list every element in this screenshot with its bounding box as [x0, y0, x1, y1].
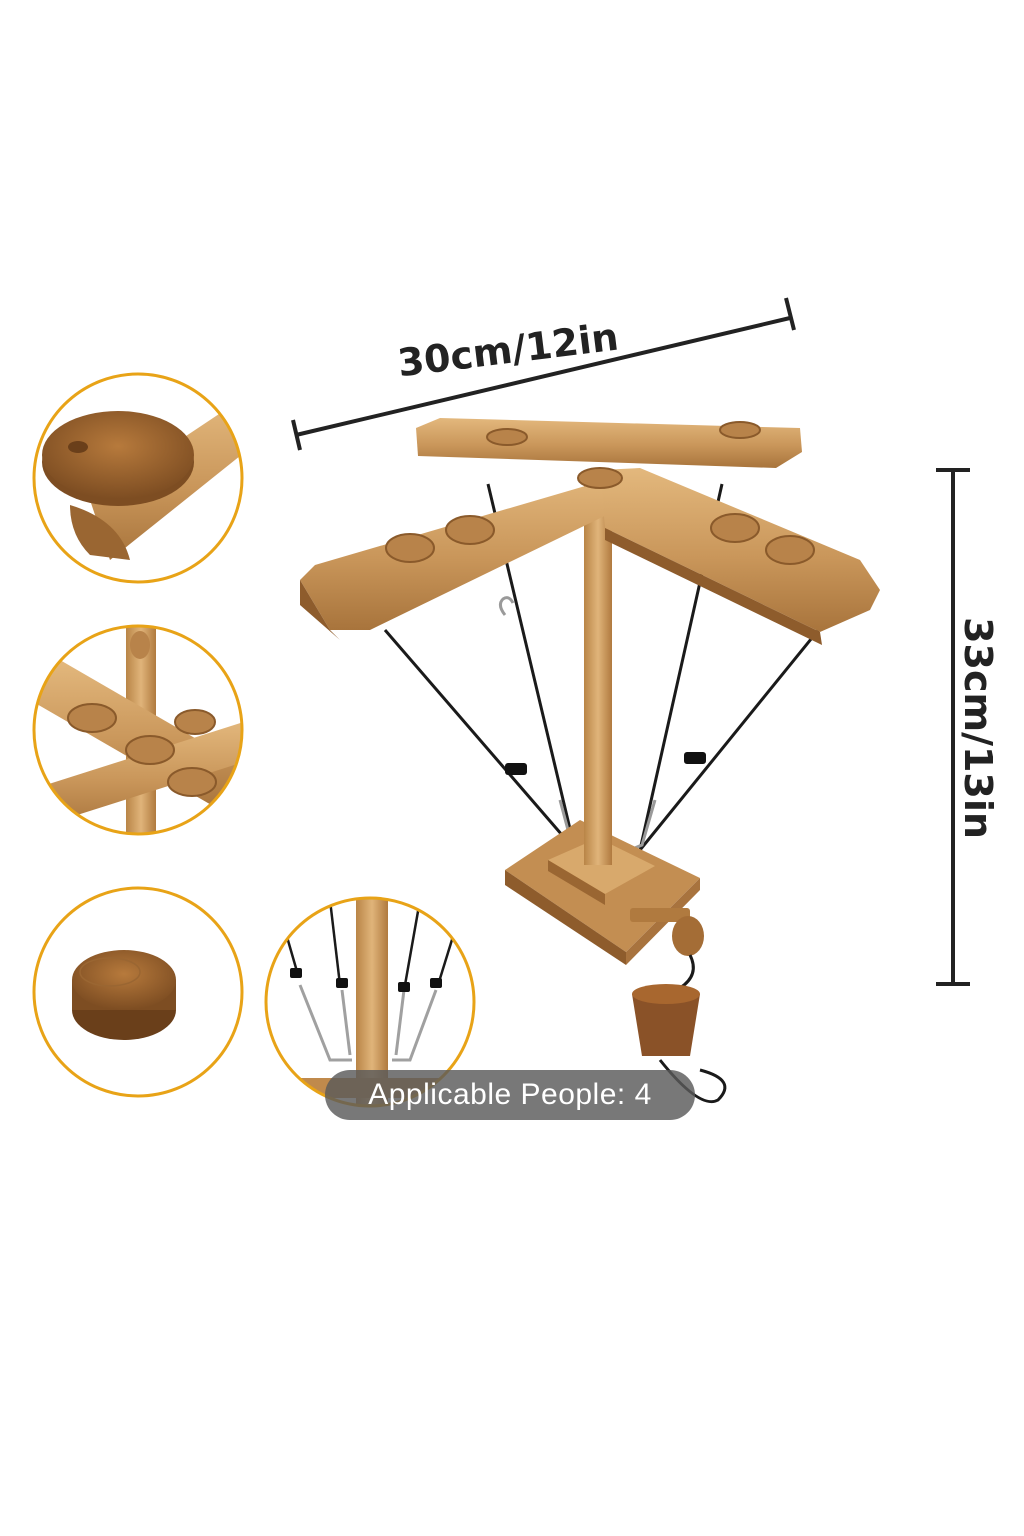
detail-round-wooden-coaster: [32, 886, 244, 1098]
detail-lid-on-arm: [32, 372, 244, 584]
height-dimension-label: 33cm/13in: [956, 617, 1000, 839]
hook-toss-game-stand: [300, 418, 880, 1103]
width-dimension-line: [291, 297, 796, 451]
detail-cross-arm-cup-holders: [32, 624, 244, 836]
height-dimension-line: [936, 468, 970, 986]
applicable-people-badge: Applicable People: 4: [325, 1070, 695, 1120]
string-clip: [684, 752, 706, 764]
applicable-people-label: Applicable People: 4: [368, 1078, 652, 1111]
cup-recesses: [385, 421, 815, 565]
string-clip: [505, 763, 527, 775]
